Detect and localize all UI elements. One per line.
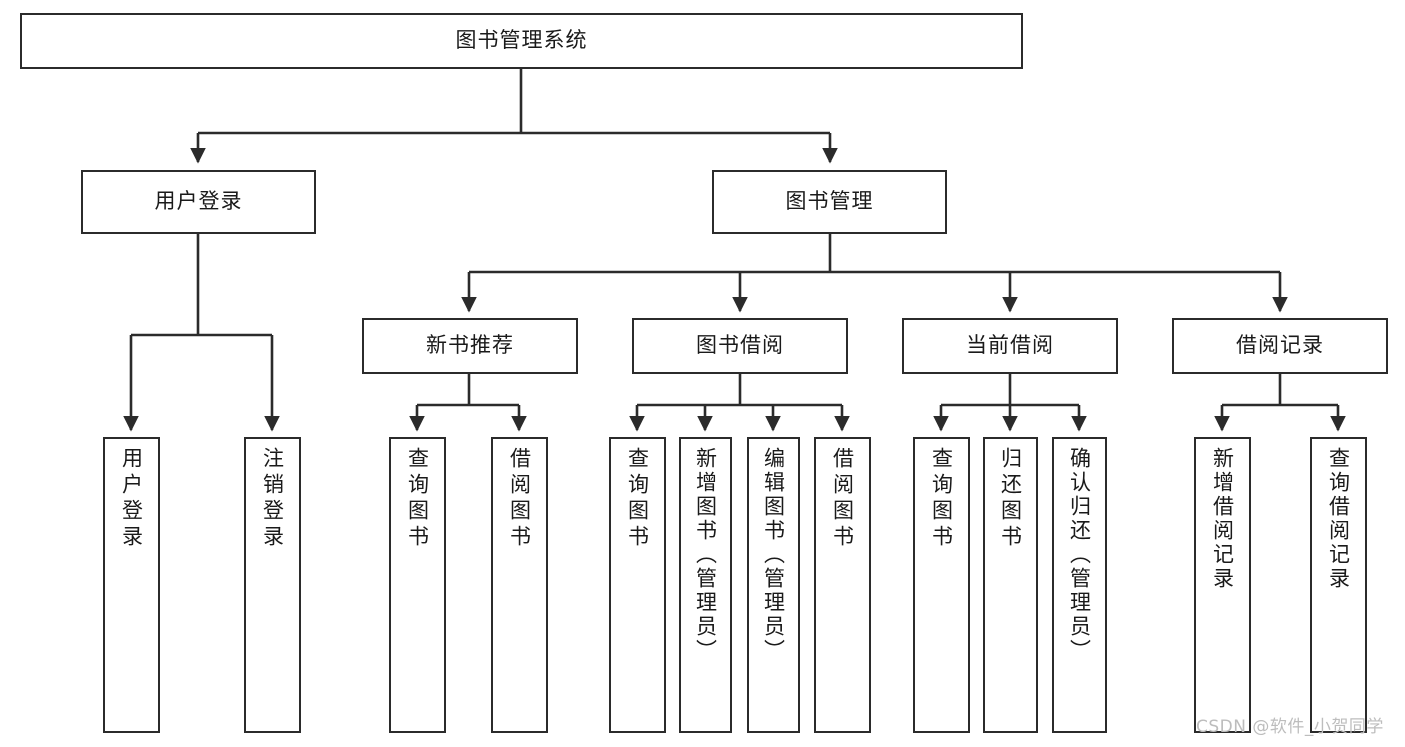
leaf-book-borrow-edit[interactable]: 编辑图书（管理员） [747, 437, 800, 733]
node-book-management[interactable]: 图书管理 [712, 170, 947, 234]
node-label: 用户登录 [119, 447, 144, 551]
node-root-system[interactable]: 图书管理系统 [20, 13, 1023, 69]
leaf-borrow-record-query[interactable]: 查询借阅记录 [1310, 437, 1367, 733]
node-label: 用户登录 [154, 189, 243, 214]
leaf-book-borrow-add[interactable]: 新增图书（管理员） [679, 437, 732, 733]
leaf-new-book-borrow[interactable]: 借阅图书 [491, 437, 548, 733]
leaf-user-login-login[interactable]: 用户登录 [103, 437, 160, 733]
csdn-watermark: CSDN @软件_小贺同学 [1196, 717, 1384, 737]
node-label: 图书管理 [785, 189, 874, 214]
node-label: 借阅图书 [507, 447, 532, 551]
node-book-borrow[interactable]: 图书借阅 [632, 318, 848, 374]
leaf-book-borrow-borrow[interactable]: 借阅图书 [814, 437, 871, 733]
node-label: 查询图书 [405, 447, 430, 551]
node-user-login[interactable]: 用户登录 [81, 170, 316, 234]
node-label: 借阅图书 [830, 447, 855, 551]
leaf-book-borrow-query[interactable]: 查询图书 [609, 437, 666, 733]
node-label: 图书管理系统 [455, 28, 588, 53]
node-new-book-recommend[interactable]: 新书推荐 [362, 318, 578, 374]
node-label: 确认归还（管理员） [1067, 447, 1092, 663]
leaf-new-book-query[interactable]: 查询图书 [389, 437, 446, 733]
leaf-user-login-logout[interactable]: 注销登录 [244, 437, 301, 733]
node-label: 查询图书 [929, 447, 954, 551]
node-label: 归还图书 [998, 447, 1023, 551]
node-label: 注销登录 [260, 447, 285, 551]
node-label: 编辑图书（管理员） [761, 447, 786, 663]
node-label: 借阅记录 [1236, 333, 1324, 358]
leaf-borrow-record-add[interactable]: 新增借阅记录 [1194, 437, 1251, 733]
node-borrow-record[interactable]: 借阅记录 [1172, 318, 1388, 374]
node-label: 新书推荐 [426, 333, 514, 358]
leaf-current-borrow-query[interactable]: 查询图书 [913, 437, 970, 733]
node-current-borrow[interactable]: 当前借阅 [902, 318, 1118, 374]
leaf-current-borrow-return[interactable]: 归还图书 [983, 437, 1038, 733]
node-label: 查询借阅记录 [1326, 447, 1351, 591]
node-label: 新增借阅记录 [1210, 447, 1235, 591]
node-label: 当前借阅 [966, 333, 1054, 358]
node-label: 新增图书（管理员） [693, 447, 718, 663]
node-label: 图书借阅 [696, 333, 784, 358]
node-label: 查询图书 [625, 447, 650, 551]
leaf-current-borrow-confirm-return[interactable]: 确认归还（管理员） [1052, 437, 1107, 733]
